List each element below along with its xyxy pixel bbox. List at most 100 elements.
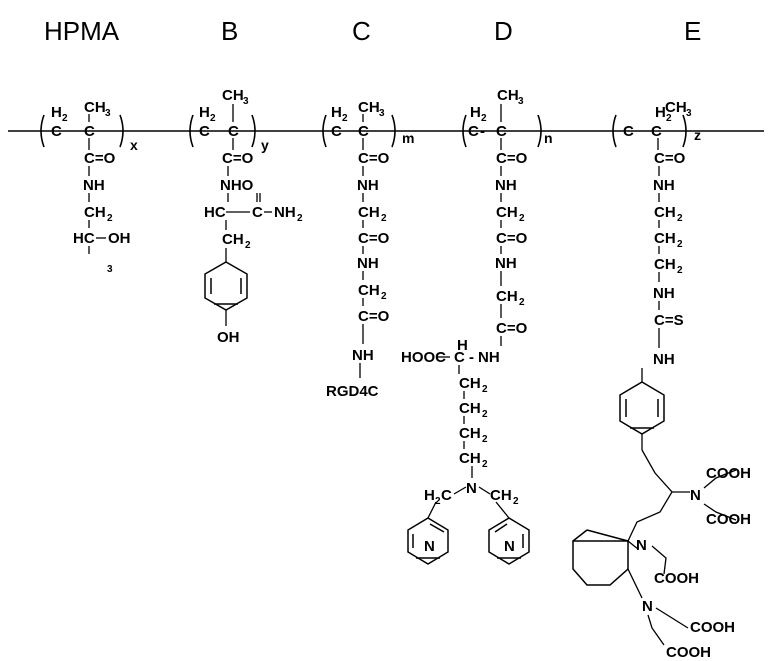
- svg-text:2: 2: [381, 213, 387, 224]
- svg-text:HC: HC: [73, 230, 95, 247]
- subscript-z: z: [694, 127, 701, 143]
- svg-text:C=O: C=O: [496, 320, 528, 337]
- header-d: D: [494, 16, 513, 46]
- svg-text:2: 2: [210, 113, 216, 124]
- svg-text:2: 2: [482, 409, 488, 420]
- svg-text:3: 3: [243, 96, 249, 107]
- unit-d: n C H 2 - C CH 3 C=O NH CH 2 C=O NH CH 2…: [401, 87, 553, 565]
- d-pyridine-ring-right: N: [488, 517, 530, 565]
- svg-text:3: 3: [379, 108, 385, 119]
- svg-text:C=O: C=O: [496, 230, 528, 247]
- svg-text:CH: CH: [497, 87, 519, 104]
- svg-text:C: C: [228, 123, 239, 140]
- svg-text:CH: CH: [496, 204, 518, 221]
- svg-text:2: 2: [482, 434, 488, 445]
- svg-text:NH: NH: [83, 177, 105, 194]
- header-b: B: [221, 16, 238, 46]
- svg-text:COOH: COOH: [666, 644, 711, 661]
- svg-text:NH: NH: [357, 177, 379, 194]
- d-tertiary-amine: N: [466, 480, 477, 497]
- svg-text:NH: NH: [653, 351, 675, 368]
- svg-text:H: H: [199, 104, 210, 121]
- svg-text:CH: CH: [654, 230, 676, 247]
- svg-text:CH: CH: [490, 487, 512, 504]
- svg-text:3: 3: [107, 264, 113, 275]
- svg-text:H: H: [655, 104, 666, 121]
- header-e: E: [684, 16, 701, 46]
- svg-text:C=O: C=O: [358, 230, 390, 247]
- svg-text:CH: CH: [496, 288, 518, 305]
- svg-text:C: C: [358, 123, 369, 140]
- svg-text:2: 2: [482, 459, 488, 470]
- svg-text:C: C: [84, 123, 95, 140]
- svg-text:CH: CH: [459, 425, 481, 442]
- svg-text:C: C: [51, 123, 62, 140]
- svg-text:CH: CH: [84, 99, 106, 116]
- svg-text:2: 2: [435, 496, 441, 507]
- svg-text:2: 2: [482, 384, 488, 395]
- b-phenyl-ring: [204, 261, 248, 311]
- svg-text:C: C: [623, 123, 634, 140]
- svg-text:2: 2: [381, 291, 387, 302]
- unit-b: y C H 2 C CH 3 C=O NHO HC C NH 2 CH 2 OH: [189, 87, 303, 346]
- unit-e: z C H 2 C CH 3 C=O NH CH 2 CH 2 CH 2 NH …: [572, 99, 751, 661]
- b-amide-nh2: NH: [274, 204, 296, 221]
- svg-text:CH: CH: [358, 204, 380, 221]
- subscript-x: x: [130, 137, 138, 153]
- svg-text:3: 3: [518, 96, 524, 107]
- svg-text:C=O: C=O: [654, 150, 686, 167]
- hpma-hydroxyl: OH: [108, 230, 131, 247]
- c-rgd4c-peptide: RGD4C: [326, 383, 379, 400]
- e-amine-n3: N: [642, 598, 653, 615]
- e-amine-n1: N: [690, 487, 701, 504]
- header-hpma: HPMA: [44, 16, 120, 46]
- svg-text:3: 3: [105, 108, 111, 119]
- svg-text:N: N: [424, 538, 435, 555]
- svg-text:2: 2: [107, 213, 113, 224]
- e-phenyl-ring: [619, 381, 665, 435]
- svg-text:C: C: [252, 204, 263, 221]
- svg-text:COOH: COOH: [706, 465, 751, 482]
- svg-text:COOH: COOH: [690, 619, 735, 636]
- svg-text:C: C: [468, 123, 479, 140]
- svg-text:NH: NH: [495, 177, 517, 194]
- svg-text:2: 2: [62, 113, 68, 124]
- svg-text:2: 2: [677, 265, 683, 276]
- svg-text:CH: CH: [654, 256, 676, 273]
- svg-text:C: C: [199, 123, 210, 140]
- svg-text:2: 2: [513, 496, 519, 507]
- svg-text:2: 2: [342, 113, 348, 124]
- svg-text:H: H: [51, 104, 62, 121]
- header-c: C: [352, 16, 371, 46]
- svg-text:NH: NH: [352, 347, 374, 364]
- svg-text:2: 2: [481, 113, 487, 124]
- svg-text:CH: CH: [84, 204, 106, 221]
- svg-text:2: 2: [519, 297, 525, 308]
- unit-c: m C H 2 C CH 3 C=O NH CH 2 C=O NH CH 2 C…: [322, 99, 414, 400]
- svg-text:NH: NH: [653, 285, 675, 302]
- svg-text:-: -: [480, 123, 485, 140]
- svg-text:2: 2: [245, 240, 251, 251]
- svg-text:C -: C -: [454, 349, 474, 366]
- svg-text:H: H: [470, 104, 481, 121]
- svg-text:HC: HC: [204, 204, 226, 221]
- svg-text:C=O: C=O: [358, 308, 390, 325]
- hpma-carbonyl: C=O: [84, 150, 116, 167]
- b-phenol-oh: OH: [217, 329, 240, 346]
- svg-text:CH: CH: [654, 204, 676, 221]
- svg-text:C: C: [651, 123, 662, 140]
- subscript-y: y: [261, 137, 269, 153]
- svg-text:CH: CH: [665, 99, 687, 116]
- svg-text:CH: CH: [222, 87, 244, 104]
- svg-text:C: C: [331, 123, 342, 140]
- svg-text:C=O: C=O: [358, 150, 390, 167]
- b-carbonyl: C=O: [222, 150, 254, 167]
- svg-text:CH: CH: [358, 99, 380, 116]
- subscript-m: m: [402, 130, 414, 146]
- svg-text:NH: NH: [357, 255, 379, 272]
- d-pyridine-ring-left: N: [407, 517, 449, 565]
- svg-text:2: 2: [297, 213, 303, 224]
- subscript-n: n: [544, 130, 553, 146]
- svg-text:COOH: COOH: [654, 570, 699, 587]
- d-carboxyl: HOOC: [401, 349, 446, 366]
